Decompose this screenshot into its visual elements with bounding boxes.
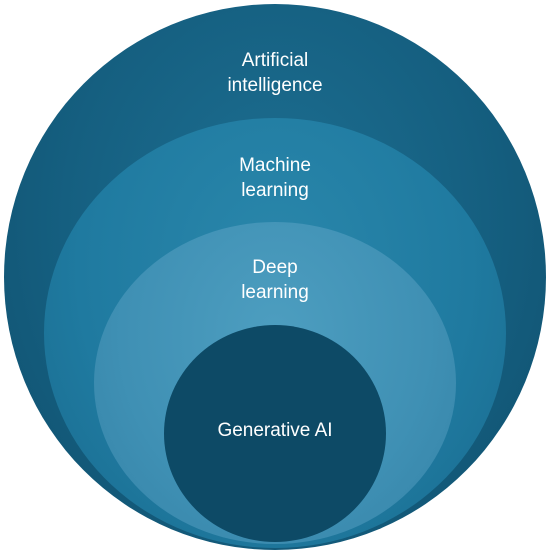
generative-ai-circle: [164, 325, 386, 542]
label-line: Deep: [252, 257, 298, 278]
label-line: learning: [241, 180, 309, 201]
label-line: Machine: [239, 155, 311, 176]
label-line: learning: [241, 282, 309, 303]
label-line: Artificial: [241, 50, 309, 71]
deep-learning-label: Deep learning: [175, 255, 375, 305]
artificial-intelligence-label: Artificial intelligence: [175, 48, 375, 98]
generative-ai-label: Generative AI: [175, 418, 375, 443]
label-line: Generative AI: [217, 420, 333, 441]
label-line: intelligence: [227, 75, 323, 96]
machine-learning-label: Machine learning: [175, 153, 375, 203]
